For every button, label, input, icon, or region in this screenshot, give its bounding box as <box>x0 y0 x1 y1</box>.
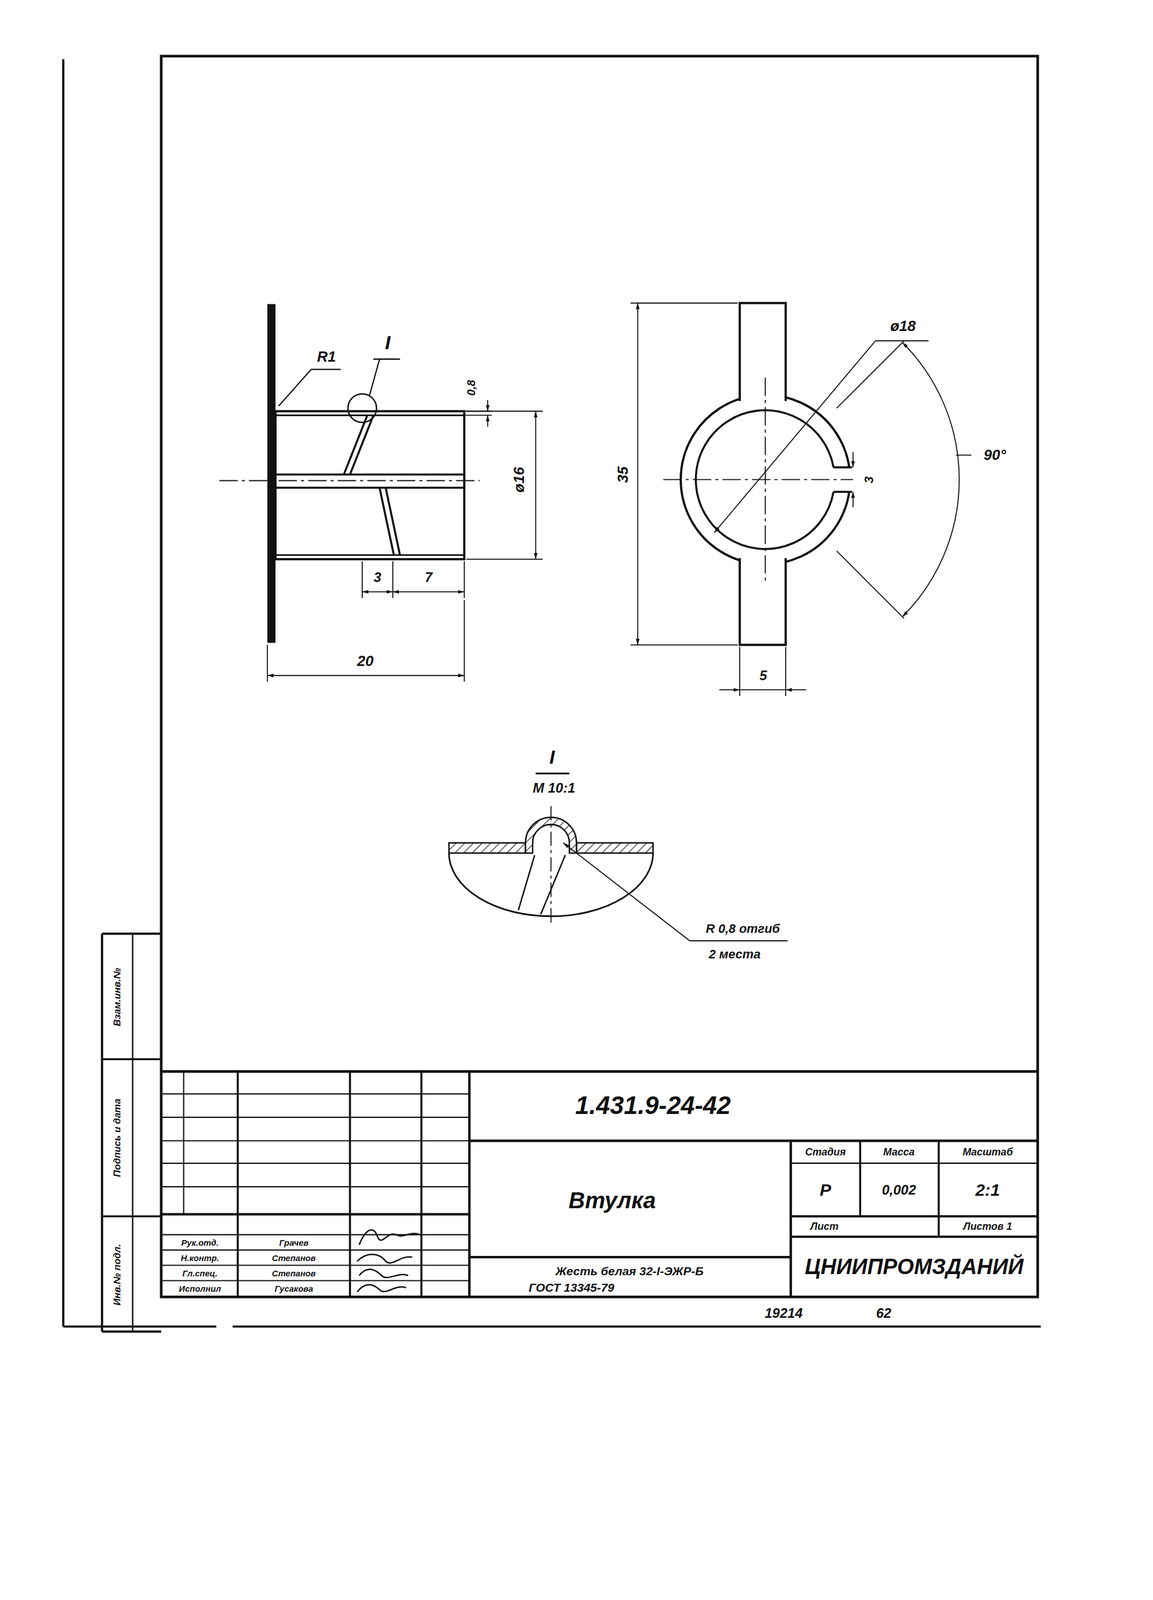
table-cell: Грачев <box>278 1238 310 1248</box>
table-cell: Степанов <box>270 1253 317 1263</box>
organization-name: ЦНИИПРОМЗДАНИЙ <box>803 1255 1025 1279</box>
dimension: 7 <box>423 570 434 585</box>
callout-number: I <box>383 332 392 354</box>
sheet-frame <box>63 56 1041 1327</box>
table-cell: Гл.спец. <box>181 1268 219 1278</box>
stamp-label: Взам.инв.№ <box>112 966 123 1028</box>
archive-number: 19214 <box>763 1306 804 1321</box>
table-cell: Листов 1 <box>962 1221 1014 1232</box>
sleeve-end-view <box>630 303 972 697</box>
material-note: Жесть белая 32-I-ЭЖР-Б <box>554 1264 706 1278</box>
table-cell: Степанов <box>270 1268 317 1278</box>
dimension: 90° <box>982 447 1008 463</box>
table-cell: Масштаб <box>961 1146 1014 1158</box>
detail-title: I <box>548 747 556 768</box>
table-cell: Гусакова <box>273 1284 315 1294</box>
dimension: 5 <box>758 668 769 683</box>
title-block <box>102 933 1038 1332</box>
part-name: Втулка <box>567 1188 658 1213</box>
dimension: 20 <box>355 653 375 669</box>
dimension: ø16 <box>511 465 527 494</box>
dimension: 3 <box>372 570 383 585</box>
table-cell: Лист <box>809 1221 840 1232</box>
table-cell: Рук.отд. <box>179 1238 220 1248</box>
radius-label: R1 <box>316 349 338 365</box>
table-cell: 2:1 <box>974 1180 1001 1199</box>
sheet-number: 62 <box>874 1306 893 1321</box>
dimension: 0,8 <box>465 378 478 397</box>
table-cell: Н.контр. <box>179 1253 221 1263</box>
table-cell: Масса <box>882 1146 916 1158</box>
dimension: 3 <box>862 475 876 485</box>
detail-note: 2 места <box>707 947 762 961</box>
detail-scale: М 10:1 <box>531 780 577 795</box>
drawing-number: 1.431.9-24-42 <box>573 1091 732 1118</box>
stamp-label: Инв.№ подл. <box>112 1242 123 1307</box>
dimension: 35 <box>615 464 632 484</box>
sleeve-section <box>219 304 543 682</box>
detail-note: R 0,8 отгиб <box>704 921 782 936</box>
detail-view <box>449 773 788 941</box>
table-cell: Р <box>818 1180 833 1199</box>
stamp-label: Подпись и дата <box>112 1097 123 1178</box>
signature <box>357 1229 421 1292</box>
dimension: ø18 <box>889 318 917 334</box>
table-cell: 0,002 <box>880 1182 917 1197</box>
material-note: ГОСТ 13345-79 <box>527 1281 616 1294</box>
table-cell: Стадия <box>803 1146 848 1158</box>
table-cell: Исполнил <box>177 1284 222 1294</box>
